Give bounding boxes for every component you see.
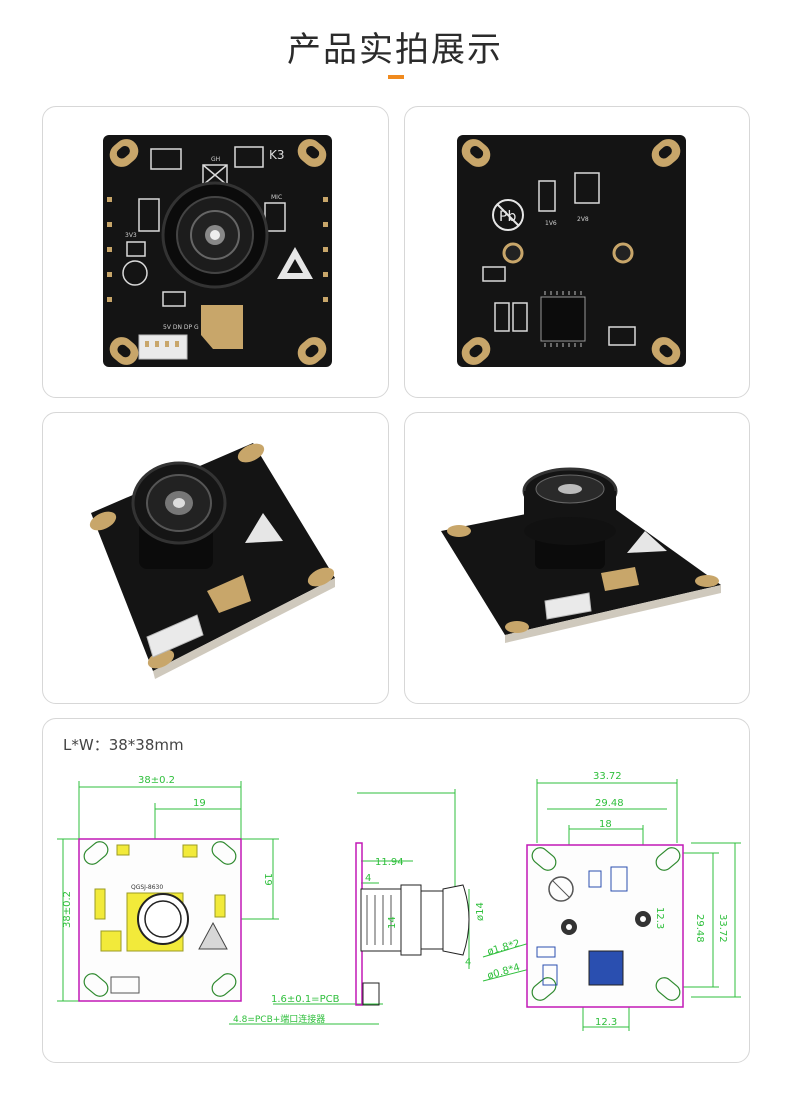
dim-front-hole-x: 19 — [193, 798, 206, 809]
dim-lens-inner: 14 — [387, 916, 398, 929]
dim-back-w1: 33.72 — [593, 771, 622, 782]
dim-mount: 4 — [365, 873, 371, 884]
mark-k3: K3 — [269, 148, 285, 162]
pcb-front-image: K3 GH 3V3 MIC 5V DN DP G — [103, 135, 332, 367]
dim-hole-b: ø0.8*4 — [486, 962, 521, 982]
dim-lens-len: 11.94 — [375, 857, 404, 868]
mark-3v3: 3V3 — [125, 232, 137, 239]
size-label: L*W：38*38mm — [63, 736, 184, 754]
dim-back-w2: 29.48 — [595, 798, 624, 809]
mark-2v8: 2V8 — [577, 216, 589, 223]
dim-lens-d: ø14 — [475, 902, 486, 921]
pcb-angle-right-image — [441, 467, 721, 643]
page-title: 产品实拍展示 — [287, 30, 503, 70]
photo-card-angle-right — [404, 412, 750, 704]
dim-back-w3: 18 — [599, 819, 612, 830]
dim-front-width: 38±0.2 — [138, 775, 175, 786]
dimension-card: L*W：38*38mm — [42, 718, 750, 1063]
mark-1v6: 1V6 — [545, 220, 557, 227]
dim-base: 4 — [465, 957, 471, 968]
pcb-back-image: Pb 1V6 2V8 — [457, 135, 686, 367]
pcb-model: QGSJ-8630 — [131, 884, 163, 891]
photo-card-angle-left — [42, 412, 389, 704]
dim-back-h2: 33.72 — [717, 914, 728, 943]
dimension-drawing: QGSJ-8630 38±0.2 19 38±0.2 19 — [57, 771, 741, 1031]
photo-card-front: K3 GH 3V3 MIC 5V DN DP G — [42, 106, 389, 398]
mark-gh: GH — [211, 156, 220, 163]
pcb-angle-left-image — [89, 443, 335, 679]
mark-pb: Pb — [499, 209, 516, 225]
dim-pcb-conn: 4.8=PCB+端口连接器 — [233, 1013, 325, 1025]
dim-hole-a: ø1.8*2 — [486, 938, 521, 958]
dim-back-h1: 29.48 — [694, 914, 705, 943]
dim-pcb: 1.6±0.1=PCB — [271, 994, 340, 1005]
title-underline — [388, 75, 404, 79]
mark-mic: MIC — [271, 194, 282, 201]
dim-front-height: 38±0.2 — [62, 891, 73, 928]
dim-back-bottom: 12.3 — [595, 1017, 617, 1028]
dim-back-h3: 12.3 — [654, 907, 665, 929]
dim-front-hole-y: 19 — [262, 873, 273, 886]
mark-pins: 5V DN DP G — [163, 324, 199, 331]
photo-card-back: Pb 1V6 2V8 — [404, 106, 750, 398]
